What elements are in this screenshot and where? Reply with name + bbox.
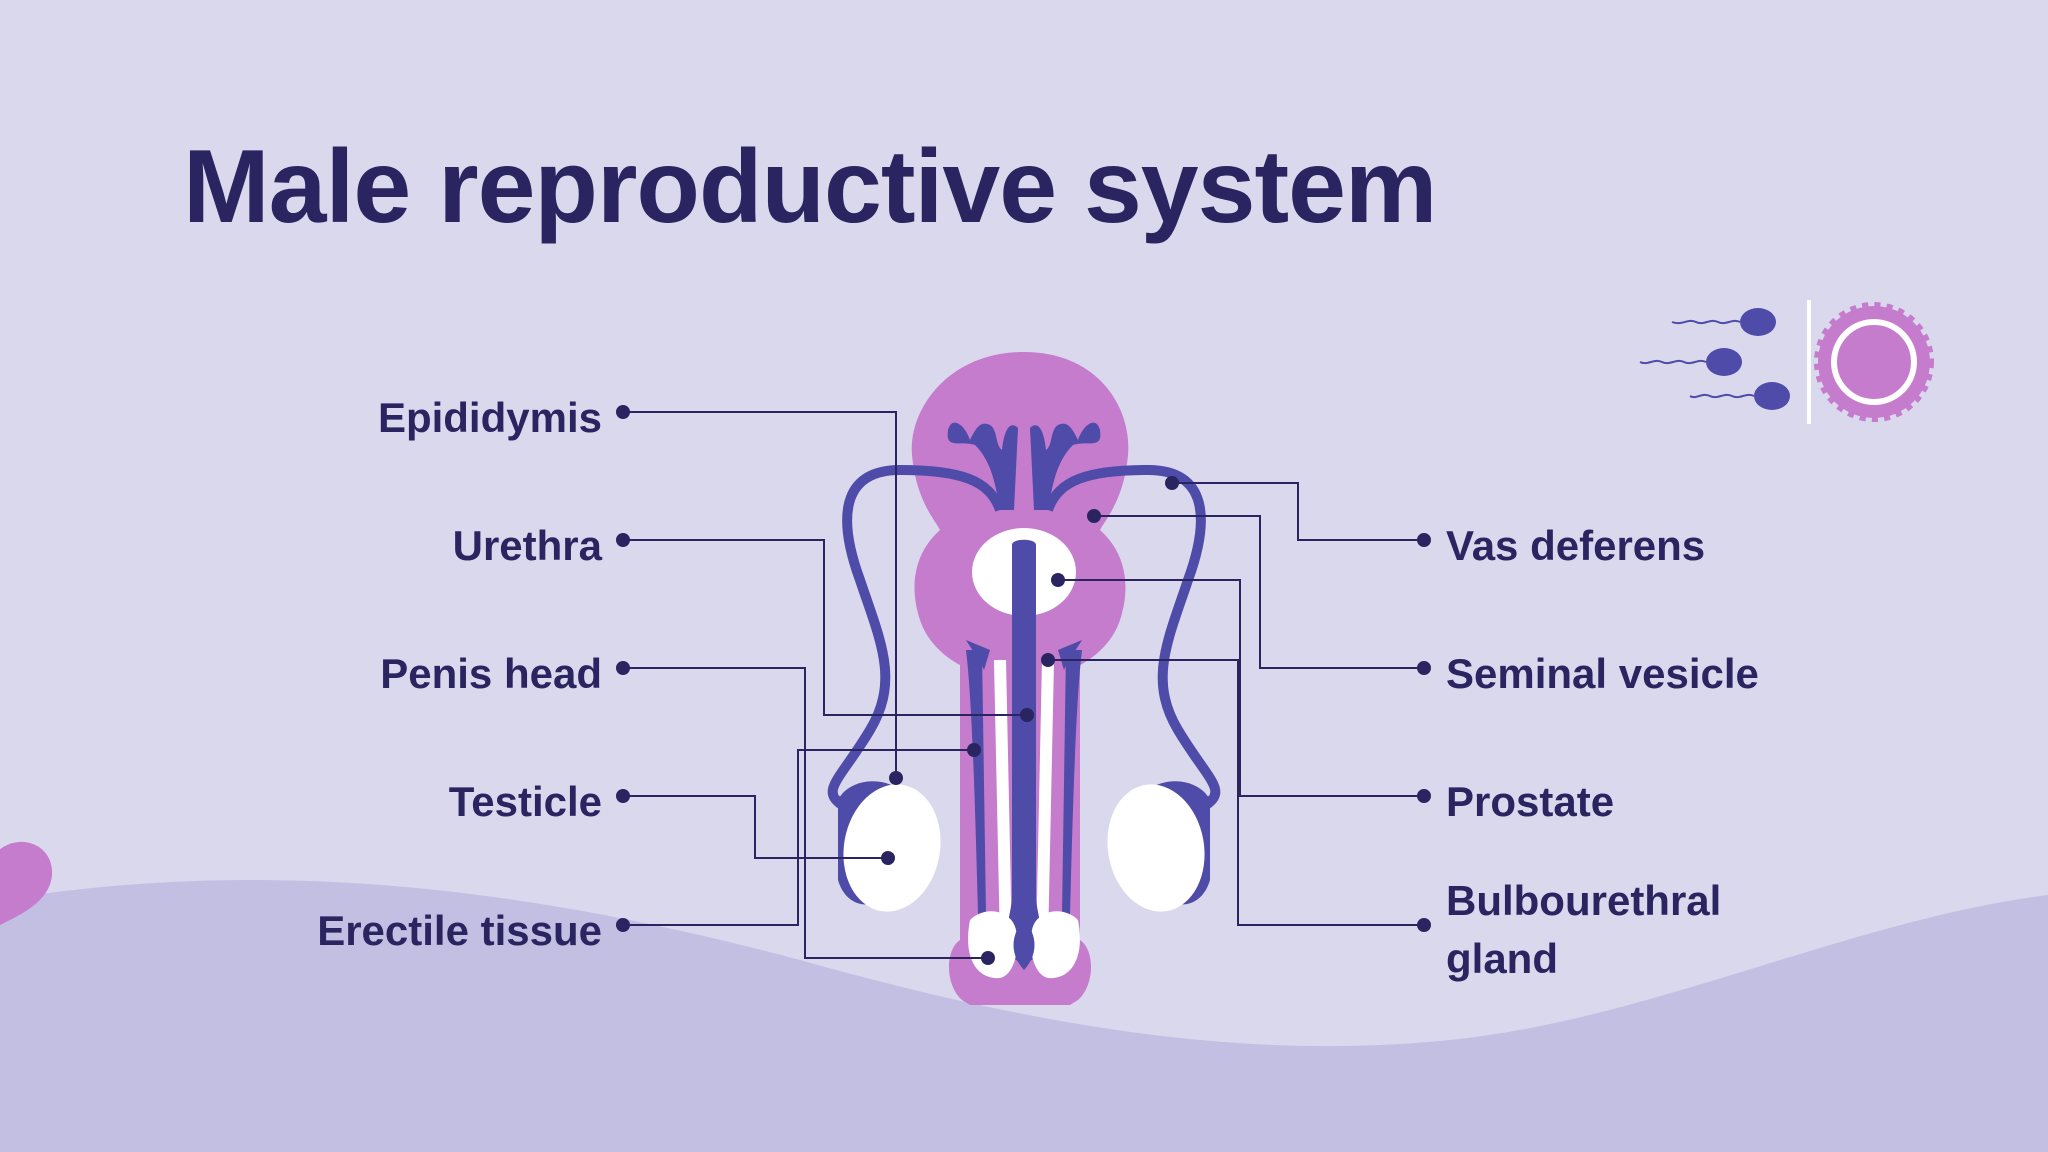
label-seminal-vesicle: Seminal vesicle xyxy=(1446,650,1759,697)
erectile-tissue xyxy=(966,650,1082,915)
testicle-right xyxy=(1107,781,1210,912)
seminal-vesicles xyxy=(947,422,1101,510)
divider xyxy=(1807,300,1811,424)
penis-head xyxy=(968,911,1080,979)
anatomy-diagram xyxy=(827,352,1221,1005)
label-penis-head: Penis head xyxy=(380,650,602,697)
label-testicle: Testicle xyxy=(448,778,602,825)
vas-deferens-left xyxy=(827,464,1005,810)
sperm-cell-icon xyxy=(1639,308,1790,410)
testicle-left xyxy=(838,781,941,912)
label-bulbourethral-gland: Bulbourethral gland xyxy=(1446,872,1866,988)
egg-cell-icon xyxy=(1814,302,1934,422)
heart-icon xyxy=(0,842,53,925)
label-vas-deferens: Vas deferens xyxy=(1446,522,1706,569)
slide-title: Male reproductive system xyxy=(183,129,1437,245)
urethra xyxy=(1006,539,1042,965)
label-epididymis: Epididymis xyxy=(377,394,602,441)
label-bulbourethral-line1: Bulbourethral xyxy=(1446,877,1722,924)
label-urethra: Urethra xyxy=(452,522,602,569)
label-bulbourethral-line2: gland xyxy=(1446,935,1558,982)
label-prostate: Prostate xyxy=(1446,778,1615,825)
connector-dots xyxy=(616,405,1431,965)
connector-lines xyxy=(623,411,1424,959)
label-erectile-tissue: Erectile tissue xyxy=(317,907,602,954)
background-wave xyxy=(0,880,2048,1152)
